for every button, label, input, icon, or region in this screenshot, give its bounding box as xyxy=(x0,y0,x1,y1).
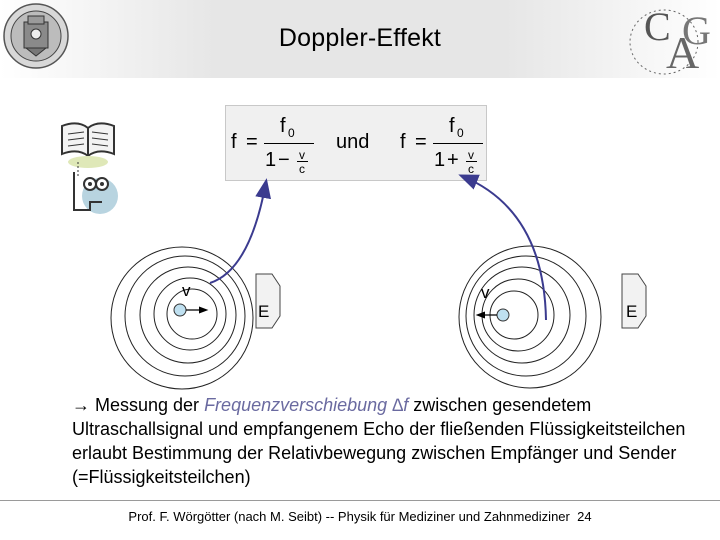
formula-left-f: f xyxy=(231,131,237,153)
text-after: zwischen gesendetem Ultraschallsignal un… xyxy=(72,395,686,487)
right-wave-ring xyxy=(465,255,587,377)
formula-left-f0-sub: 0 xyxy=(288,126,295,140)
svg-text:C: C xyxy=(644,4,671,49)
left-wave-ring xyxy=(153,277,227,351)
right-source xyxy=(496,308,510,322)
svg-text:G: G xyxy=(682,8,711,53)
formula-right-f0-sub: 0 xyxy=(457,126,464,140)
footer: Prof. F. Wörgötter (nach M. Seibt) -- Ph… xyxy=(0,509,720,524)
formula-left-vc-line xyxy=(297,161,308,162)
left-source xyxy=(173,303,187,317)
footer-divider xyxy=(0,500,720,501)
left-formula-arrow xyxy=(209,178,272,284)
formula-right-vc-line xyxy=(466,161,477,162)
formula-right-v: v xyxy=(468,148,474,162)
formula-right-fraction-line xyxy=(433,143,483,144)
left-wave-ring xyxy=(139,266,237,364)
text-emphasis: Frequenzverschiebung ∆f xyxy=(204,395,409,415)
header-band xyxy=(0,0,720,78)
formula-right-one: 1 xyxy=(434,149,446,171)
left-e-label: E xyxy=(258,302,269,321)
formula-right-f0: f xyxy=(449,115,455,137)
formula-und: und xyxy=(336,131,370,153)
formula-left-fraction-line xyxy=(264,143,314,144)
right-e-label: E xyxy=(626,302,637,321)
left-wavefronts xyxy=(110,246,254,390)
book-person-icon xyxy=(61,122,118,214)
svg-text:A: A xyxy=(666,27,699,78)
right-formula-arrow xyxy=(458,174,547,321)
institute-logo-icon: C A G xyxy=(629,4,711,78)
footer-text: Prof. F. Wörgötter (nach M. Seibt) -- Ph… xyxy=(128,509,570,524)
left-receiver xyxy=(255,273,281,329)
right-v-label: v xyxy=(481,283,490,302)
formula-left-minus: − xyxy=(278,149,290,171)
right-wave-ring xyxy=(458,245,602,389)
formula-left-v: v xyxy=(299,148,305,162)
formula-right-plus: + xyxy=(447,149,459,171)
left-wave-ring xyxy=(110,246,254,390)
page-number: 24 xyxy=(577,509,592,524)
left-v-label: v xyxy=(182,281,191,300)
left-wave-ring xyxy=(124,255,246,377)
slide-title: Doppler-Effekt xyxy=(278,24,442,52)
right-receiver xyxy=(621,273,647,329)
text-before: Messung der xyxy=(90,395,205,415)
arrow-glyph: → xyxy=(72,395,90,415)
formula-left-f0: f xyxy=(280,115,286,137)
right-wavefronts xyxy=(458,245,602,389)
formula-right-f: f xyxy=(400,131,406,153)
formula-left-eq: = xyxy=(246,131,258,153)
left-wave-ring xyxy=(166,288,218,340)
formula-box: f = f 0 1 − v c und f = f 0 1 + v c xyxy=(225,105,487,181)
right-wave-ring xyxy=(473,266,571,364)
formula-left-one: 1 xyxy=(265,149,277,171)
formula-right-c: c xyxy=(468,162,474,176)
formula-right-eq: = xyxy=(415,131,427,153)
explanation-text: → Messung der Frequenzverschiebung ∆f zw… xyxy=(72,393,692,489)
university-seal-icon xyxy=(3,3,69,69)
formula-left-c: c xyxy=(299,162,305,176)
